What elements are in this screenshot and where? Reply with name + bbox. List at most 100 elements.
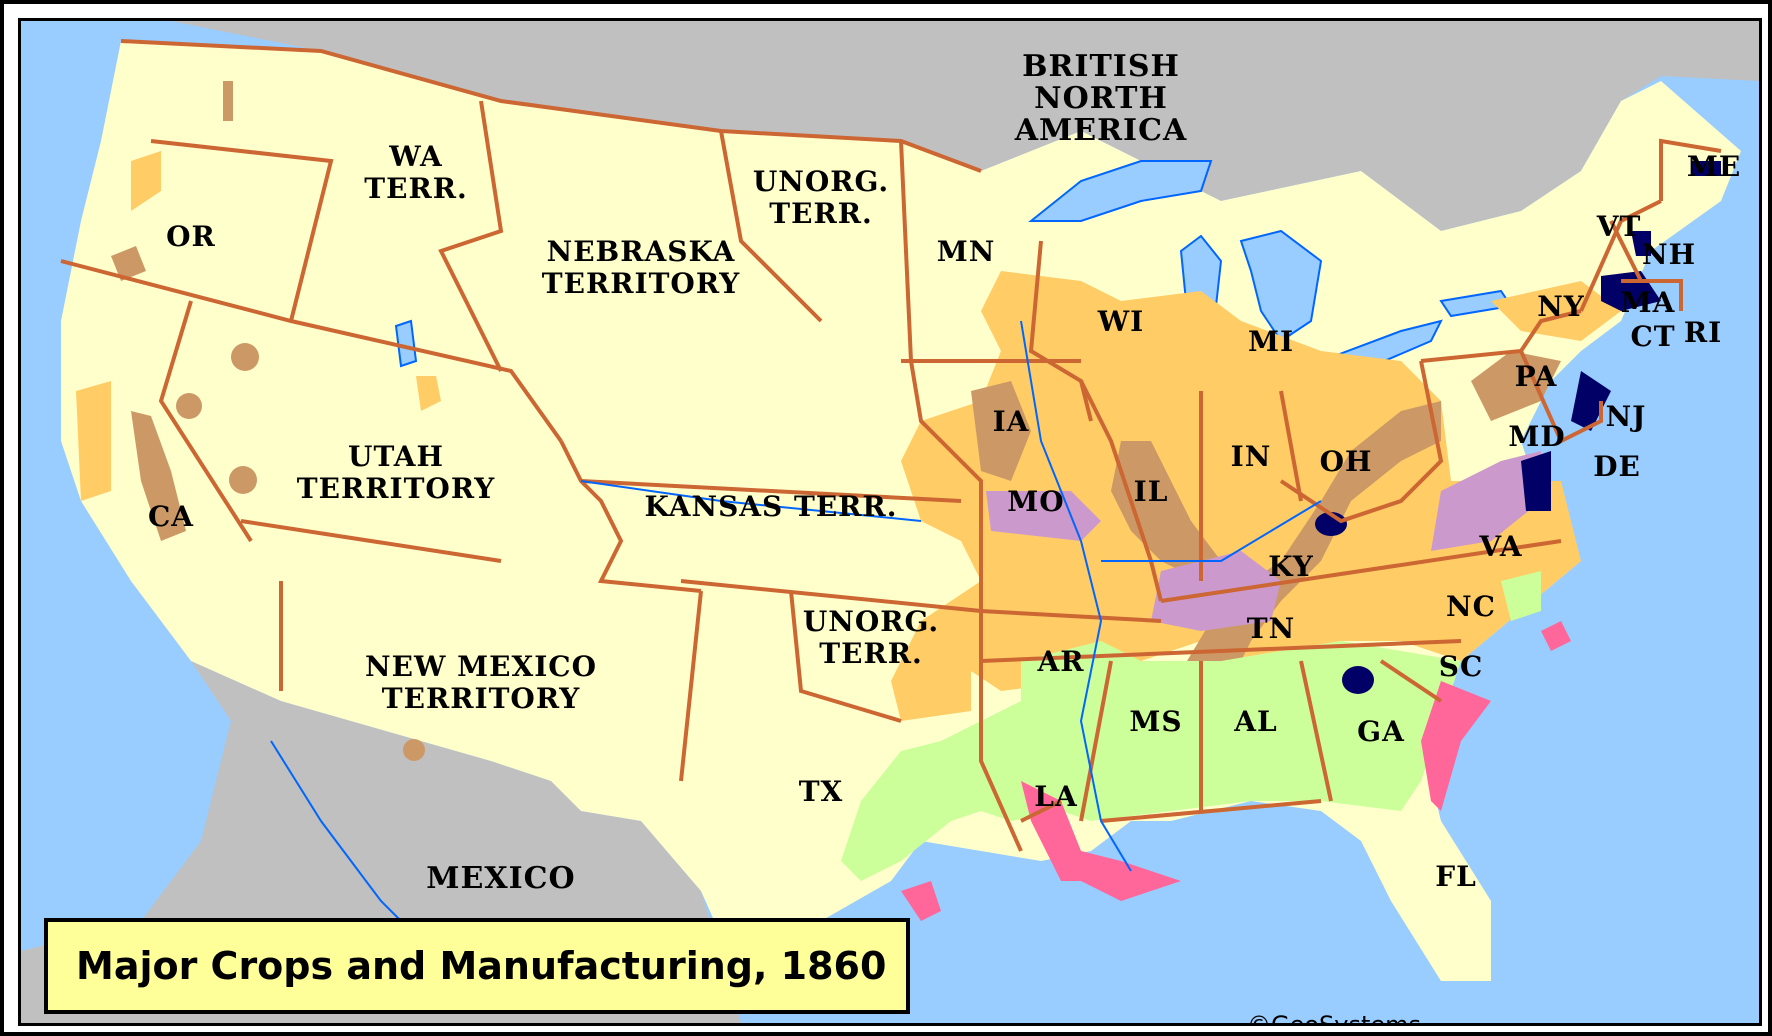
label-nc: NC (1446, 590, 1496, 623)
manufacturing-maine (1691, 161, 1721, 176)
label-ky: KY (1268, 550, 1314, 583)
map-area: BRITISH NORTH AMERICA MEXICO WA TERR. OR… (18, 18, 1762, 1026)
label-utah-territory: UTAH TERRITORY (296, 440, 496, 505)
border (1028, 240, 1093, 422)
border (1579, 199, 1662, 312)
label-wi: WI (1097, 305, 1145, 338)
label-new-mexico-territory: NEW MEXICO TERRITORY (365, 650, 597, 715)
border (240, 519, 502, 563)
lake-superior (1028, 160, 1213, 222)
cotton-east-nc (1501, 571, 1541, 621)
livestock-patch (231, 343, 259, 371)
label-ma: MA (1620, 286, 1676, 319)
tobacco-missouri (986, 491, 1101, 541)
livestock-oregon (111, 246, 146, 281)
livestock-patch (229, 466, 257, 494)
livestock-patch (403, 739, 425, 761)
border (980, 639, 1462, 663)
label-sc: SC (1438, 650, 1484, 683)
label-mi: MI (1247, 325, 1295, 358)
label-ms: MS (1129, 705, 1183, 738)
label-unorg-terr-south: UNORG. TERR. (802, 605, 940, 670)
label-tn: TN (1246, 612, 1296, 645)
border (158, 300, 253, 543)
label-me: ME (1686, 150, 1742, 183)
river (1020, 320, 1132, 872)
corn-wheat-oregon (131, 151, 161, 211)
border (1279, 360, 1444, 524)
border (1079, 660, 1113, 822)
border (1420, 309, 1582, 363)
title-box: Major Crops and Manufacturing, 1860 (44, 918, 910, 1014)
cotton-south (841, 641, 1461, 881)
label-nj: NJ (1605, 400, 1647, 433)
border (150, 139, 334, 322)
livestock-patch (176, 393, 202, 419)
label-ny: NY (1537, 290, 1585, 323)
label-ga: GA (1357, 715, 1405, 748)
label-nebraska-territory: NEBRASKA TERRITORY (541, 235, 741, 300)
border (580, 479, 962, 503)
manufacturing-georgia (1342, 666, 1374, 694)
border (1621, 279, 1683, 311)
label-la: LA (1034, 780, 1078, 813)
label-ar: AR (1037, 645, 1085, 678)
border (559, 440, 702, 593)
label-tx: TX (798, 775, 844, 808)
border (120, 39, 982, 173)
border (438, 100, 504, 372)
border (789, 590, 902, 723)
great-salt-lake (394, 319, 418, 368)
rice-nc (1541, 621, 1571, 651)
border (1079, 380, 1163, 602)
label-mo: MO (1007, 485, 1065, 518)
label-ri: RI (1683, 316, 1723, 349)
border (680, 579, 982, 613)
border (1279, 390, 1303, 502)
label-or: OR (166, 220, 216, 253)
tobacco-virginia (1431, 451, 1541, 551)
label-wa-territory: WA TERR. (364, 140, 468, 205)
border (1379, 659, 1443, 703)
label-ia: IA (992, 405, 1030, 438)
label-oh: OH (1319, 445, 1373, 478)
label-fl: FL (1435, 860, 1477, 893)
label-british-north-america: BRITISH NORTH AMERICA (1014, 49, 1188, 148)
border (1299, 660, 1333, 802)
livestock-patch (223, 81, 233, 121)
livestock-iowa (971, 381, 1031, 481)
map-graphic (21, 21, 1759, 1023)
label-de: DE (1593, 450, 1641, 483)
corn-wheat-california (76, 381, 111, 501)
label-ca: CA (147, 500, 194, 533)
sugar-texas (901, 881, 941, 921)
border (1100, 799, 1322, 823)
livestock-california (131, 411, 186, 541)
border (679, 590, 703, 782)
border (1659, 138, 1722, 201)
label-unorg-terr-north: UNORG. TERR. (752, 165, 890, 230)
label-va: VA (1479, 530, 1523, 563)
livestock-pennsylvania (1471, 351, 1561, 421)
lake-huron (1239, 229, 1323, 343)
sugar-louisiana (1021, 781, 1181, 901)
river (1101, 500, 1322, 562)
manufacturing-nyc (1571, 371, 1611, 431)
label-vt: VT (1596, 210, 1642, 243)
copyright-credit: ©GeoSystems (1247, 1011, 1422, 1026)
border (1609, 220, 1643, 282)
border (1020, 799, 1062, 823)
border (719, 130, 823, 323)
label-mn: MN (936, 235, 996, 268)
british-north-america-land (171, 21, 1759, 231)
label-nh: NH (1641, 238, 1697, 271)
label-al: AL (1234, 705, 1278, 738)
map-title: Major Crops and Manufacturing, 1860 (76, 944, 887, 988)
corn-wheat-midwest (891, 271, 1581, 721)
state-borders (60, 39, 1722, 852)
label-ct: CT (1630, 320, 1676, 353)
label-mexico: MEXICO (426, 861, 576, 896)
label-pa: PA (1514, 360, 1558, 393)
label-kansas-territory: KANSAS TERR. (644, 490, 898, 523)
